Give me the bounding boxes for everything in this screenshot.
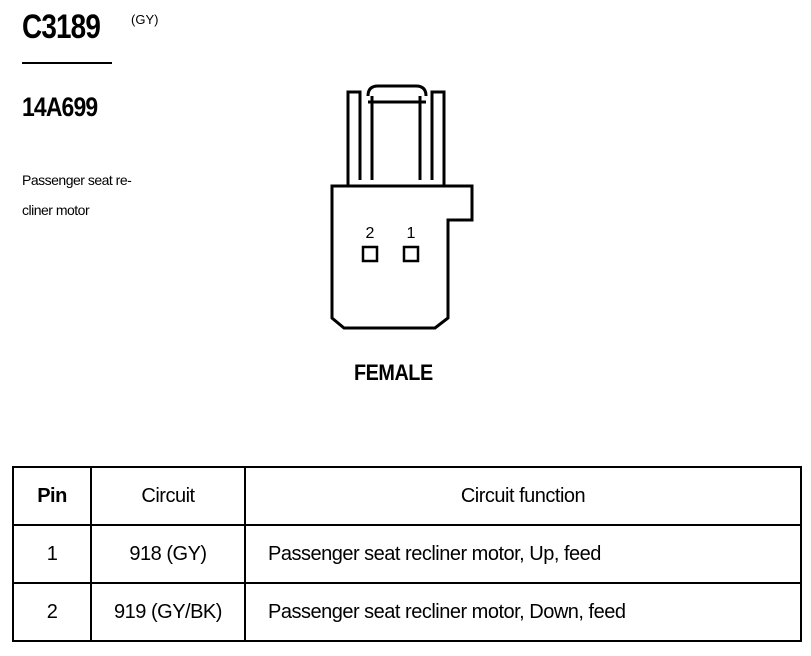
connector-face-diagram: 2 1 — [330, 84, 474, 330]
connector-description: Passenger seat re- cliner motor — [22, 165, 162, 225]
latch-right-tower — [430, 90, 446, 186]
table-row: 1 918 (GY) Passenger seat recliner motor… — [12, 524, 802, 584]
title-rule — [22, 62, 112, 64]
description-line: cliner motor — [22, 202, 90, 218]
latch-top-bar — [366, 84, 428, 97]
pin-label-1: 1 — [407, 225, 416, 242]
pin-cavity-1 — [402, 245, 420, 263]
pin-cavity-2 — [361, 245, 379, 263]
header-circuit: Circuit — [90, 466, 246, 526]
header-circuit-function: Circuit function — [244, 466, 802, 526]
connector-id: C3189 — [22, 8, 101, 46]
cell-circuit: 918 (GY) — [90, 524, 246, 584]
cell-circuit: 919 (GY/BK) — [90, 582, 246, 642]
cell-circuit-function: Passenger seat recliner motor, Down, fee… — [244, 582, 802, 642]
cell-pin: 2 — [12, 582, 92, 642]
connector-color: (GY) — [131, 12, 159, 27]
connector-body-outline — [330, 184, 474, 330]
table-header-row: Pin Circuit Circuit function — [12, 466, 802, 526]
pin-label-2: 2 — [366, 225, 375, 242]
view-label: FEMALE — [354, 360, 433, 385]
part-number: 14A699 — [22, 92, 98, 122]
header-pin: Pin — [12, 466, 92, 526]
description-line: Passenger seat re- — [22, 172, 132, 188]
table-row: 2 919 (GY/BK) Passenger seat recliner mo… — [12, 582, 802, 642]
latch-left-tower — [346, 90, 362, 186]
pin-table: Pin Circuit Circuit function 1 918 (GY) … — [12, 466, 802, 642]
cell-circuit-function: Passenger seat recliner motor, Up, feed — [244, 524, 802, 584]
cell-pin: 1 — [12, 524, 92, 584]
